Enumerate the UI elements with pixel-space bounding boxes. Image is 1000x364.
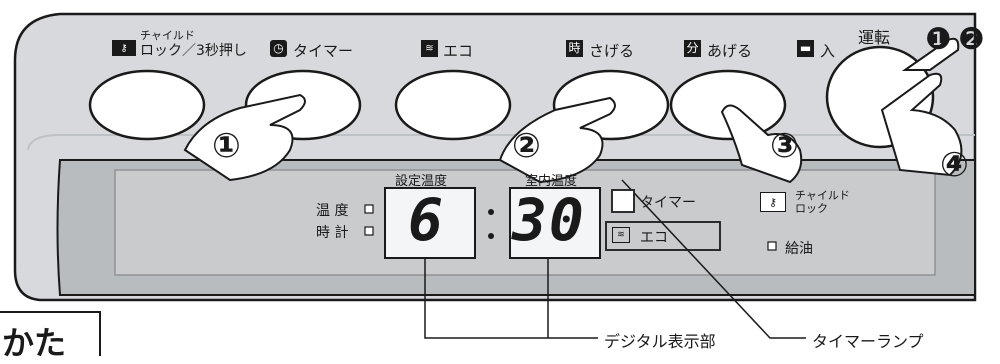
step-4: ④	[940, 145, 969, 185]
hour-icon: 時	[566, 40, 583, 57]
set-temp-display	[384, 187, 476, 259]
corner-heading: かた	[2, 324, 67, 362]
step-3: ③	[770, 126, 799, 166]
room-temp-display	[509, 187, 601, 259]
room-temp-value: 30	[512, 186, 586, 254]
key-lamp-icon: ⚷	[760, 192, 786, 212]
child-lock-label: ロック／3秒押し	[140, 43, 247, 59]
refill-indicator	[767, 241, 777, 251]
child-lock-lamp-top: チャイルド	[795, 189, 850, 202]
child-lock-button[interactable]	[88, 69, 206, 141]
eco-icon: ≋	[421, 40, 438, 57]
minute-icon: 分	[684, 40, 701, 57]
set-temp-value: 6	[408, 186, 445, 254]
on-icon: ▬	[797, 40, 814, 57]
leader-lines	[424, 179, 806, 339]
room-temp-label: 室内温度	[525, 174, 578, 189]
eco-label: エコ	[443, 42, 474, 60]
timer-lamp-text: タイマー	[640, 195, 696, 211]
step-2: ②	[512, 126, 541, 166]
child-lock-lamp-bottom: ロック	[795, 202, 828, 215]
run-label: 運転	[858, 28, 891, 47]
eco-button[interactable]	[394, 69, 512, 141]
run-step-2: ❷	[958, 22, 985, 57]
eco-lamp-text: エコ	[640, 230, 668, 246]
timer-lamp-callout: タイマーランプ	[812, 332, 924, 351]
child-lock-label-top: チャイルド	[140, 29, 195, 42]
key-icon: ⚷	[112, 40, 136, 56]
lower-label: さげる	[589, 42, 635, 60]
timer-lamp-icon	[611, 189, 635, 213]
set-temp-label: 設定温度	[395, 174, 448, 189]
refill-lamp-label: 給油	[785, 241, 813, 257]
step-1: ①	[212, 126, 241, 166]
temp-indicator-label: 温 度	[316, 203, 349, 219]
control-panel-diagram	[0, 12, 977, 356]
run-step-1: ❶	[925, 22, 952, 57]
hand-pointers	[183, 37, 963, 184]
clock-indicator-label: 時 計	[316, 225, 349, 241]
on-label: 入	[820, 42, 836, 60]
timer-label: タイマー	[293, 42, 354, 60]
eco-lamp-frame	[605, 221, 721, 251]
clock-icon: ◷	[270, 40, 287, 57]
digital-display-callout: デジタル表示部	[604, 332, 716, 351]
eco-lamp-icon: ≋	[612, 227, 630, 243]
raise-label: あげる	[707, 42, 753, 60]
